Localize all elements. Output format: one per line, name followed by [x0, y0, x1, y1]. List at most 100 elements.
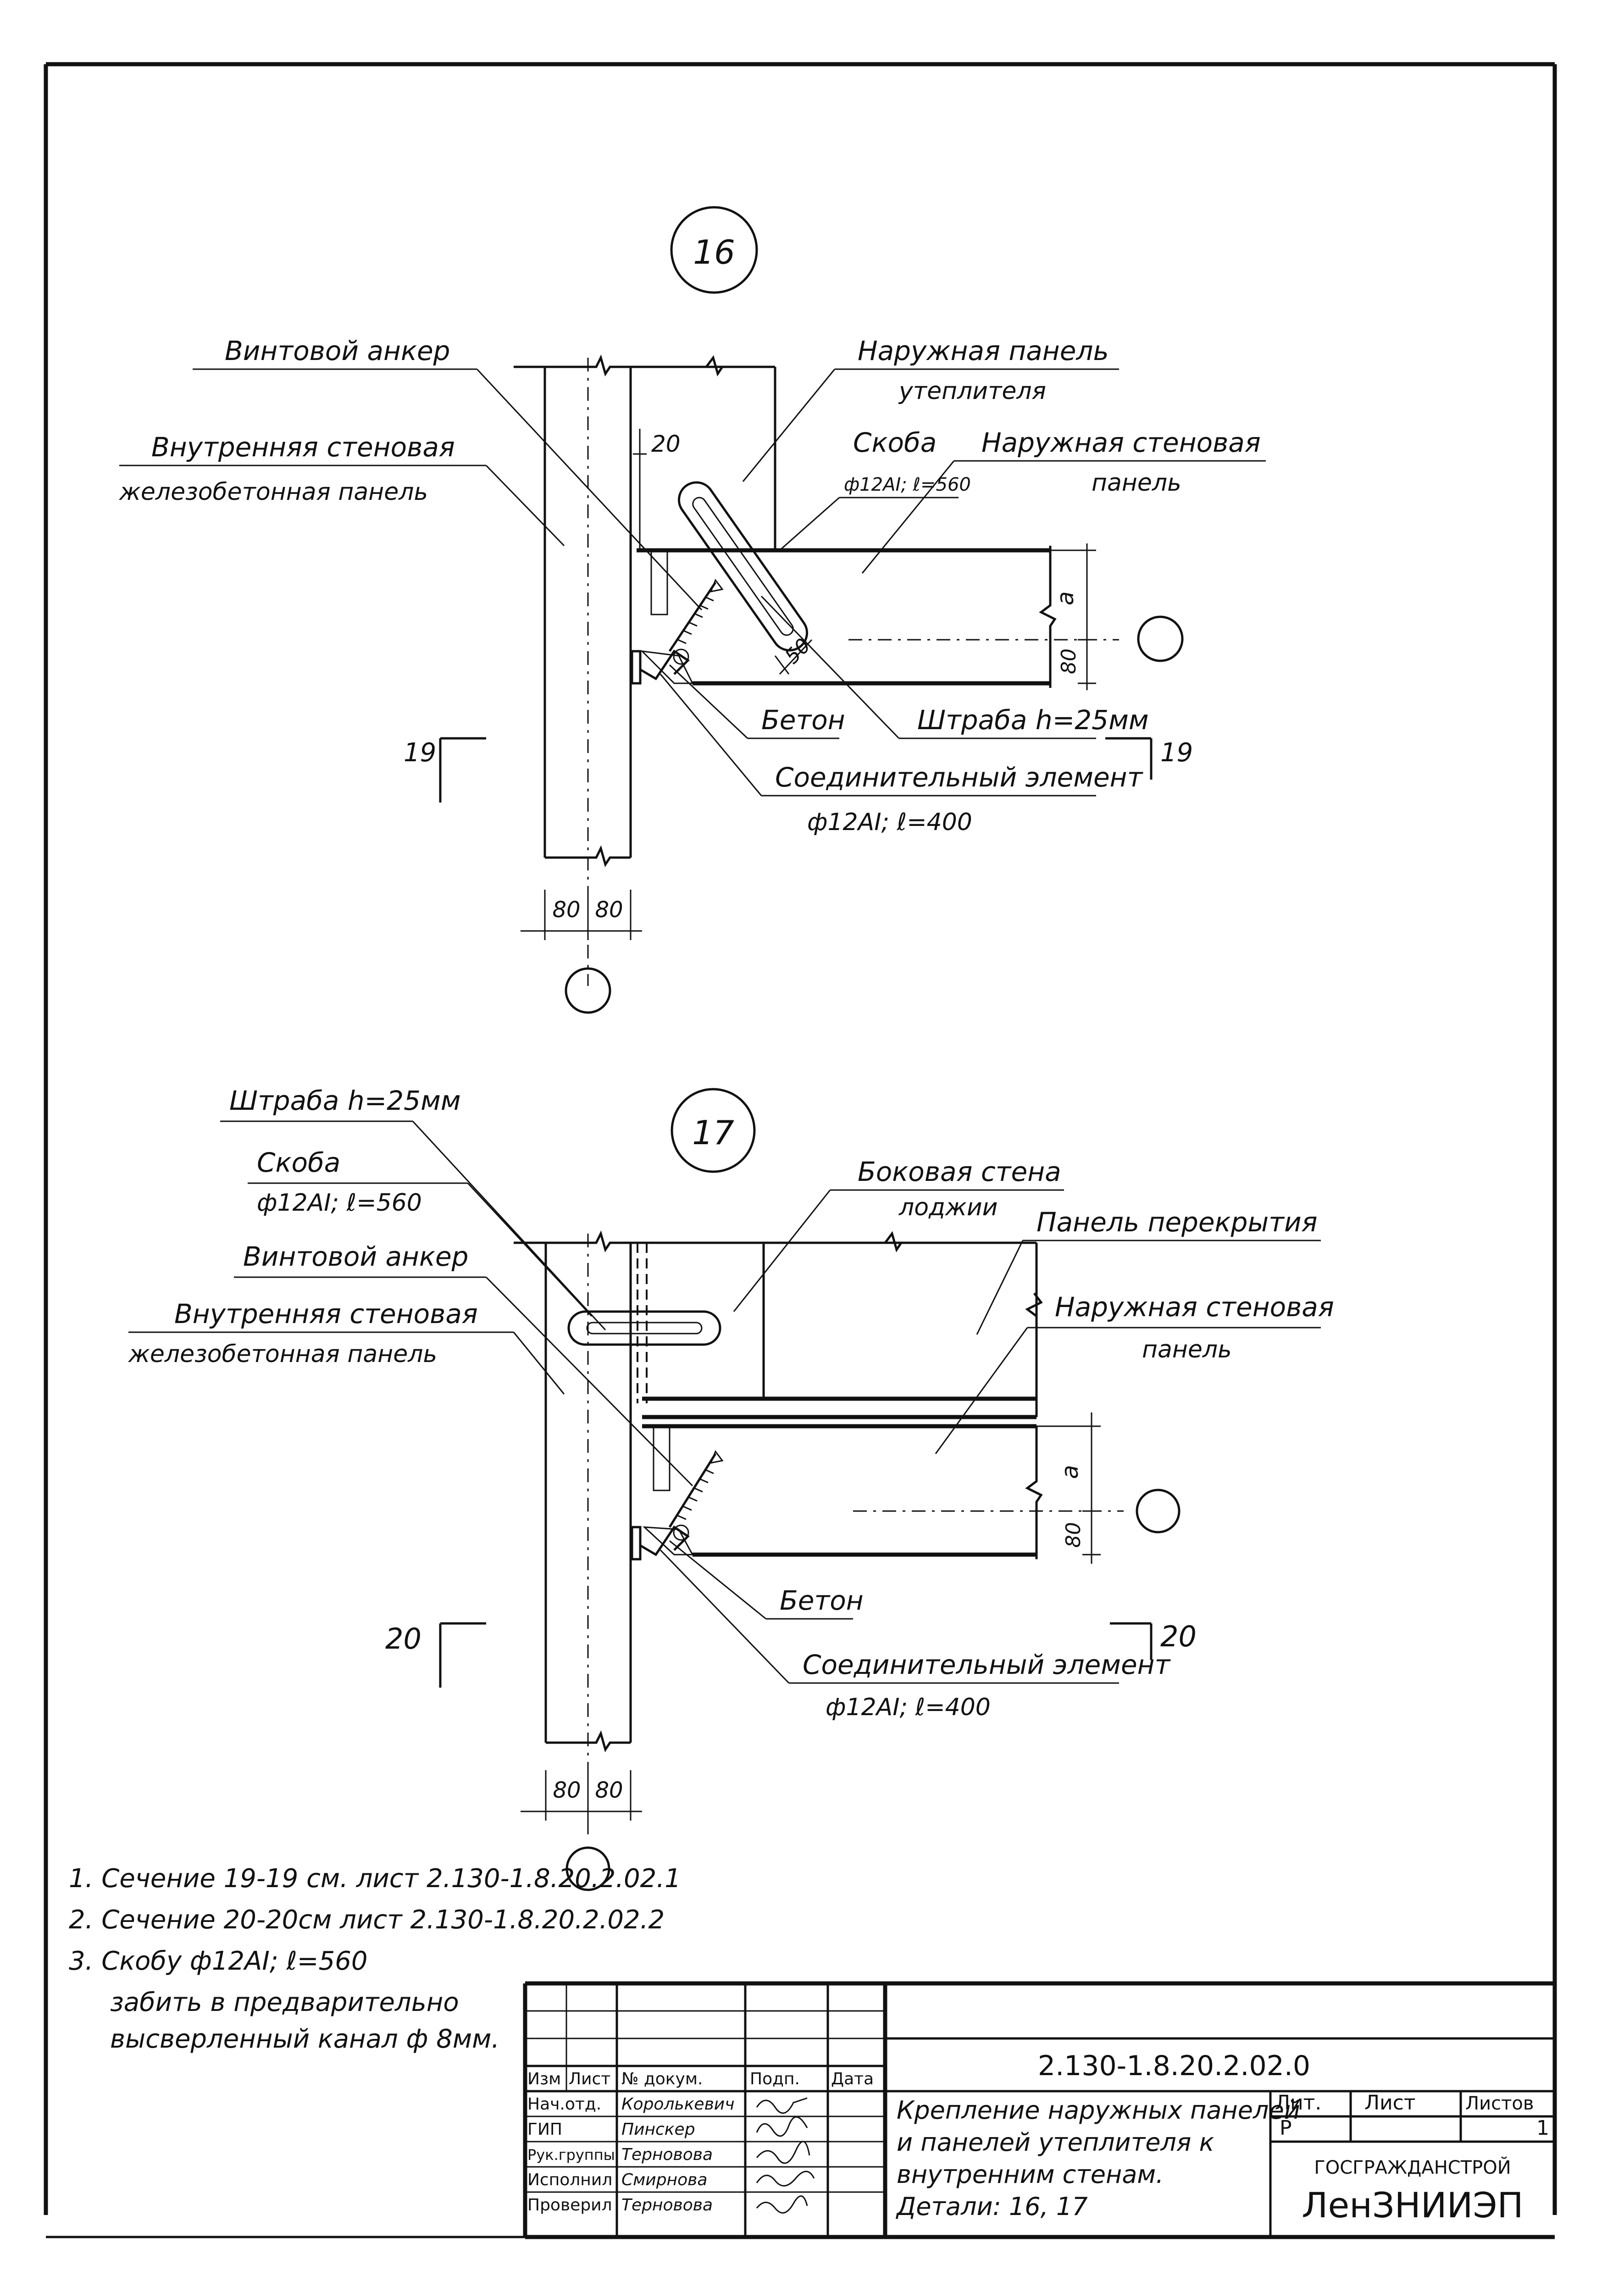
note-1: 1. Сечение 19-19 см. лист 2.130-1.8.20.2…	[69, 1864, 681, 1894]
label-bracket-16: Скоба ф12AI; ℓ=560	[779, 427, 971, 551]
detail-17-number: 17	[692, 1113, 734, 1152]
svg-text:Панель перекрытия: Панель перекрытия	[1036, 1207, 1318, 1238]
axis-marker-17-right	[1136, 1489, 1181, 1534]
name-5: Терновова	[621, 2196, 713, 2215]
signatures	[756, 2097, 815, 2214]
floor-panel-17	[642, 1243, 1043, 1419]
title-line-4: Детали: 16, 17	[896, 2192, 1088, 2221]
stage-value: Р	[1280, 2116, 1292, 2140]
label-bracket-17: Скоба ф12AI; ℓ=560	[248, 1147, 593, 1317]
outer-wall-panel-17	[642, 1424, 1124, 1559]
name-1: Королькевич	[621, 2095, 734, 2114]
inner-wall-panel-17	[514, 1230, 632, 1834]
svg-text:Штраба h=25мм: Штраба h=25мм	[917, 704, 1149, 736]
dim-50: 50	[774, 634, 815, 675]
inner-wall-panel-16	[514, 354, 632, 986]
svg-text:Внутренняя стеновая: Внутренняя стеновая	[151, 432, 455, 463]
detail-17: 17	[128, 1085, 1334, 1891]
svg-text:Соединительный элемент: Соединительный элемент	[803, 1649, 1171, 1680]
svg-text:Внутренняя стеновая: Внутренняя стеновая	[174, 1298, 478, 1329]
svg-text:Соединительный элемент: Соединительный элемент	[775, 762, 1144, 793]
svg-text:ф12AI; ℓ=400: ф12AI; ℓ=400	[807, 808, 972, 836]
dim-bottom-17: 80 80	[521, 1770, 642, 1891]
note-3-line-3: высверленный канал ф 8мм.	[110, 2024, 499, 2054]
axis-marker-16-bottom	[565, 967, 611, 1014]
sheet-frame	[44, 62, 1557, 2238]
svg-text:a: a	[1057, 1465, 1083, 1479]
detail-17-marker	[671, 1088, 756, 1173]
connector-16	[631, 648, 690, 685]
svg-text:80: 80	[553, 1778, 581, 1803]
role-5: Проверил	[527, 2196, 612, 2215]
svg-text:Наружная стеновая: Наружная стеновая	[1055, 1291, 1334, 1323]
connector-17	[631, 1524, 690, 1561]
svg-text:Бетон: Бетон	[761, 704, 845, 736]
title-block: 2.130-1.8.20.2.02.0 Изм Лист № докум. По…	[523, 1981, 1555, 2239]
role-4: Исполнил	[527, 2171, 612, 2189]
svg-text:Боковая стена: Боковая стена	[858, 1156, 1061, 1187]
label-outer-wall-16: Наружная стеновая панель	[861, 427, 1266, 574]
svg-text:20: 20	[1160, 1620, 1197, 1653]
side-wall-loggia-17	[631, 1231, 1036, 1403]
detail-16-number: 16	[693, 233, 735, 271]
screw-anchor-16	[668, 578, 724, 652]
label-outer-wall-17: Наружная стеновая панель	[935, 1291, 1334, 1454]
org-name-1: ГОСГРАЖДАНСТРОЙ	[1314, 2156, 1511, 2178]
label-connector-16: Соединительный элемент ф12AI; ℓ=400	[660, 674, 1144, 836]
name-4: Смирнова	[621, 2171, 707, 2189]
svg-text:80: 80	[1062, 1522, 1085, 1548]
section-19-right: 19	[1105, 737, 1193, 780]
svg-text:80: 80	[595, 897, 623, 923]
label-inner-wall-17: Внутренняя стеновая железобетонная панел…	[128, 1298, 565, 1395]
bracket-16	[677, 481, 809, 652]
svg-text:ф12AI; ℓ=560: ф12AI; ℓ=560	[257, 1189, 422, 1217]
role-2: ГИП	[527, 2120, 562, 2139]
svg-text:Штраба h=25мм: Штраба h=25мм	[229, 1085, 461, 1116]
svg-text:80: 80	[552, 897, 580, 923]
section-20-left: 20	[385, 1622, 486, 1688]
note-3-line-2: забить в предварительно	[110, 1988, 459, 2017]
dim-20: 20	[633, 429, 681, 550]
svg-text:19: 19	[404, 738, 436, 768]
svg-text:50: 50	[781, 634, 815, 669]
dim-bottom-16: 80 80	[521, 890, 642, 1014]
detail-16-marker	[670, 206, 758, 294]
label-concrete-16: Бетон	[669, 664, 845, 739]
hdr-sign: Подп.	[750, 2070, 800, 2088]
label-connector-17: Соединительный элемент ф12AI; ℓ=400	[660, 1549, 1171, 1721]
svg-text:Бетон: Бетон	[780, 1585, 864, 1616]
section-19-left: 19	[404, 737, 486, 803]
doc-code: 2.130-1.8.20.2.02.0	[1038, 2050, 1310, 2082]
label-concrete-17: Бетон	[669, 1540, 864, 1620]
svg-text:a: a	[1052, 591, 1079, 605]
role-1: Нач.отд.	[527, 2095, 601, 2114]
sheet-header: Лист	[1364, 2091, 1416, 2115]
svg-text:панель: панель	[1092, 469, 1181, 497]
svg-text:20: 20	[385, 1622, 421, 1656]
stage-header: Лит.	[1275, 2091, 1321, 2115]
hdr-list: Лист	[569, 2070, 610, 2088]
svg-text:ф12AI; ℓ=560: ф12AI; ℓ=560	[844, 474, 971, 495]
svg-text:Наружная стеновая: Наружная стеновая	[981, 427, 1261, 458]
label-inner-wall-16: Внутренняя стеновая железобетонная панел…	[119, 432, 565, 547]
label-floor-panel-17: Панель перекрытия	[976, 1207, 1321, 1335]
dim-right-17: a 80	[1036, 1412, 1181, 1564]
hdr-date: Дата	[831, 2070, 874, 2088]
org-name-2: ЛенЗНИИЭП	[1302, 2185, 1523, 2226]
detail-16: 16	[119, 206, 1266, 1014]
outer-wall-panel-16	[637, 546, 1119, 688]
sheets-header: Листов	[1465, 2093, 1534, 2114]
label-screw-anchor-16: Винтовой анкер	[193, 335, 703, 611]
axis-marker-16-right	[1137, 615, 1184, 662]
label-groove-17: Штраба h=25мм	[220, 1085, 606, 1331]
sheets-value: 1	[1536, 2116, 1549, 2140]
note-2: 2. Сечение 20-20см лист 2.130-1.8.20.2.0…	[69, 1905, 665, 1935]
insulation-panel-16	[631, 355, 776, 550]
screw-anchor-17	[668, 1450, 724, 1528]
svg-text:панель: панель	[1142, 1336, 1232, 1363]
svg-text:Скоба: Скоба	[257, 1147, 340, 1178]
label-side-wall-17: Боковая стена лоджии	[733, 1156, 1064, 1312]
label-outer-insulation-16: Наружная панель утеплителя	[742, 335, 1119, 482]
axis-marker-17-bottom	[565, 1846, 610, 1891]
